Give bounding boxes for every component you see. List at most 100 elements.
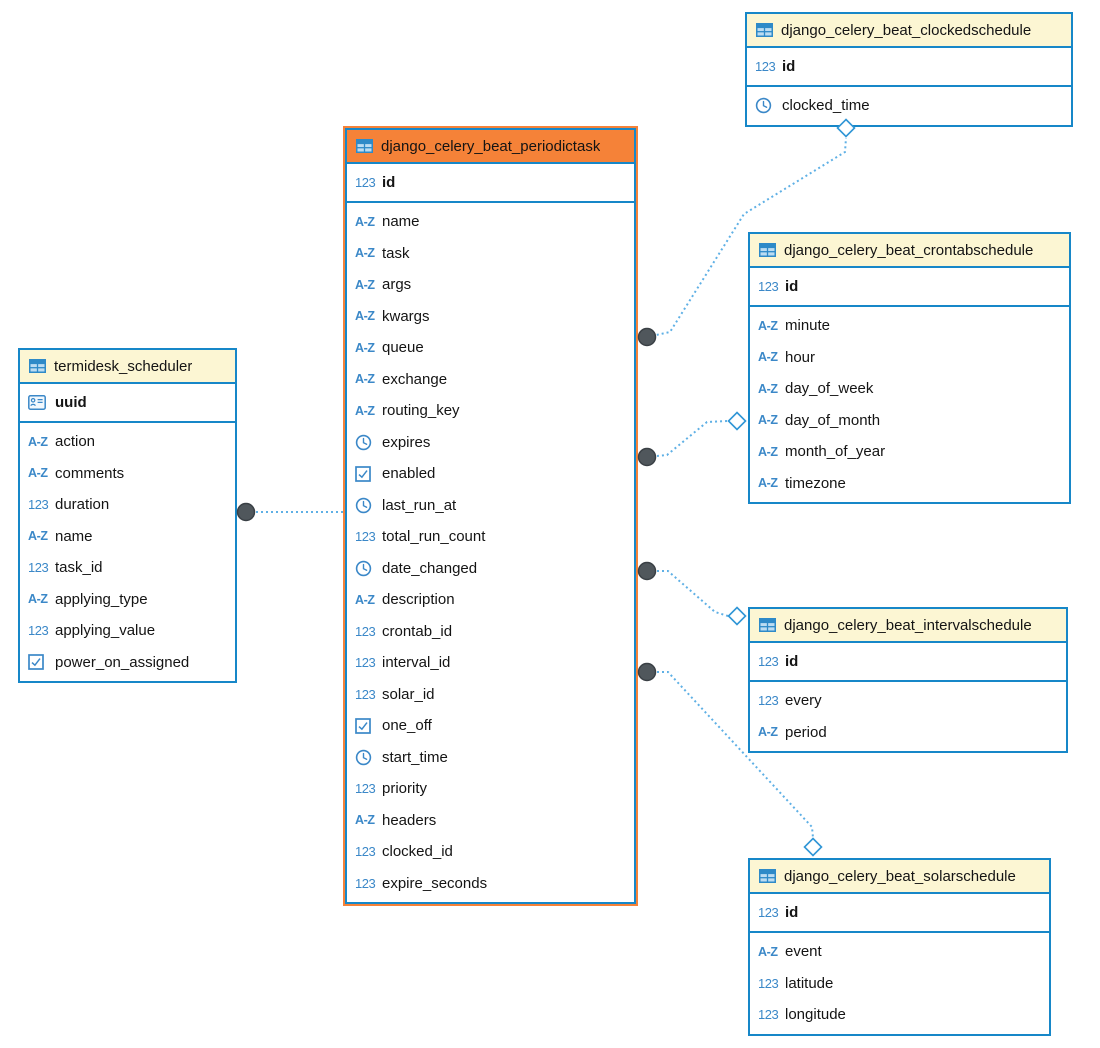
table-header[interactable]: django_celery_beat_periodictask (347, 130, 634, 164)
column-row[interactable]: expires (347, 427, 634, 459)
az-text-icon: A-Z (355, 403, 375, 418)
primary-key-row[interactable]: uuid (20, 386, 235, 419)
numeric-123-icon: 123 (355, 175, 376, 190)
column-name: month_of_year (785, 443, 886, 461)
column-name: minute (785, 317, 831, 335)
table-header[interactable]: django_celery_beat_intervalschedule (750, 609, 1066, 643)
table-title: django_celery_beat_intervalschedule (784, 616, 1032, 634)
column-name: id (382, 174, 396, 191)
column-name: clocked_time (782, 97, 870, 115)
numeric-123-icon: 123 (28, 623, 49, 639)
az-text-icon: A-Z (28, 434, 48, 449)
column-name: longitude (785, 1006, 846, 1024)
primary-key-section: 123 id (347, 164, 634, 203)
column-row[interactable]: last_run_at (347, 490, 634, 522)
az-text-icon: A-Z (355, 214, 375, 229)
table-header[interactable]: django_celery_beat_clockedschedule (747, 14, 1071, 48)
table-icon (759, 869, 776, 883)
numeric-123-icon: 123 (355, 529, 376, 545)
numeric-123-icon: 123 (758, 975, 779, 991)
table-header[interactable]: termidesk_scheduler (20, 350, 235, 384)
clock-icon (355, 749, 382, 766)
clock-icon (355, 434, 382, 451)
table-header[interactable]: django_celery_beat_solarschedule (750, 860, 1049, 894)
az-text-icon: A-Z (758, 413, 778, 428)
az-text-icon: A-Z (758, 476, 778, 491)
numeric-123-icon: 123 (355, 655, 376, 671)
column-name: latitude (785, 974, 834, 992)
column-name: action (55, 433, 96, 451)
relation-endpoint-dot (637, 662, 657, 682)
primary-key-row[interactable]: 123 id (347, 166, 634, 199)
column-row[interactable]: A-Z timezone (750, 468, 1069, 500)
checkbox-icon (28, 654, 55, 671)
column-row[interactable]: power_on_assigned (20, 647, 235, 679)
column-name: task_id (55, 559, 103, 577)
column-row[interactable]: one_off (347, 710, 634, 742)
az-text-icon: A-Z (355, 277, 375, 292)
column-row[interactable]: A-Z action (20, 426, 235, 458)
column-name: timezone (785, 474, 846, 492)
column-name: expires (382, 433, 431, 451)
column-name: description (382, 591, 455, 609)
column-name: power_on_assigned (55, 653, 190, 671)
table-header[interactable]: django_celery_beat_crontabschedule (750, 234, 1069, 268)
column-row[interactable]: date_changed (347, 553, 634, 585)
table-title: django_celery_beat_periodictask (381, 137, 601, 155)
column-row[interactable]: enabled (347, 458, 634, 490)
column-row[interactable]: 123 latitude (750, 968, 1049, 1000)
az-text-icon: A-Z (28, 466, 48, 481)
column-row[interactable]: start_time (347, 742, 634, 774)
column-row[interactable]: clocked_time (747, 90, 1071, 122)
numeric-123-icon: 123 (758, 905, 779, 920)
az-text-icon: A-Z (28, 592, 48, 607)
numeric-123-icon: 123 (758, 654, 779, 669)
az-text-icon: A-Z (758, 944, 778, 959)
numeric-123-icon: 123 (28, 497, 49, 513)
